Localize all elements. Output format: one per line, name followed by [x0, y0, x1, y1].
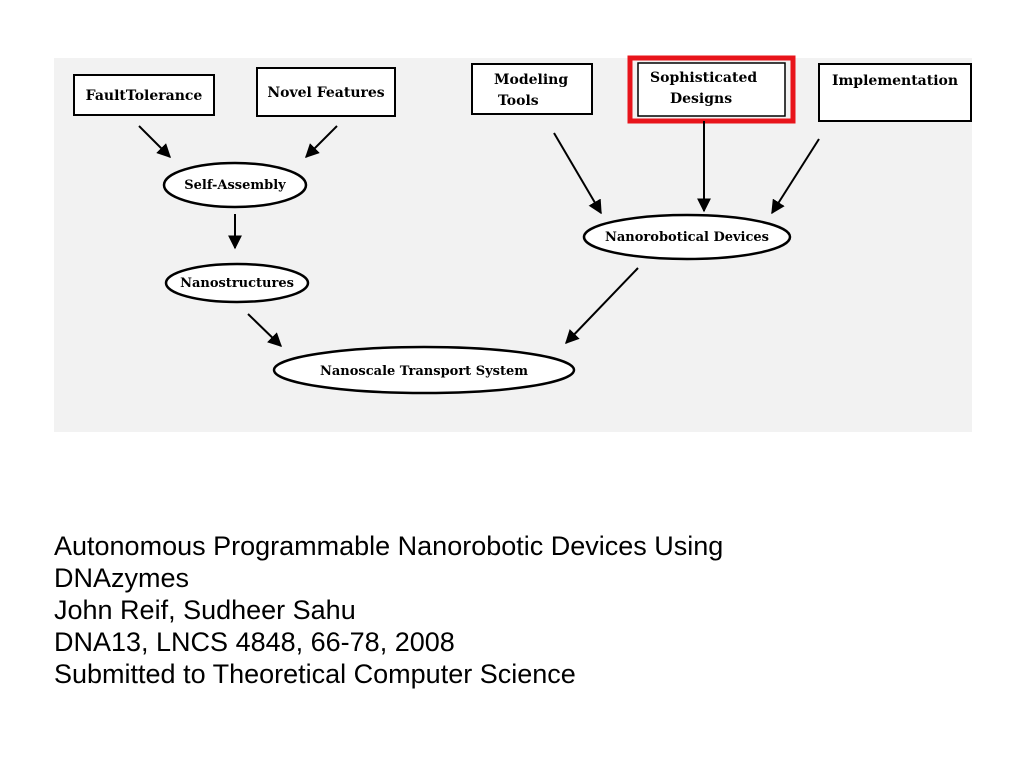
node-self-assembly-label: Self-Assembly	[184, 178, 286, 193]
research-flow-diagram: FaultTolerance Novel Features Modeling T…	[54, 55, 972, 432]
box-sophisticated-designs-label-1: Sophisticated	[650, 70, 757, 86]
paper-status: Submitted to Theoretical Computer Scienc…	[54, 659, 576, 689]
node-nanorobotical-devices-label: Nanorobotical Devices	[605, 230, 769, 245]
box-implementation-label: Implementation	[832, 73, 958, 89]
node-nanorobotical-devices: Nanorobotical Devices	[582, 213, 792, 261]
node-nanostructures-label: Nanostructures	[180, 276, 294, 291]
node-nanoscale-transport-system: Nanoscale Transport System	[272, 345, 576, 395]
box-fault-tolerance: FaultTolerance	[73, 74, 215, 116]
box-modeling-tools: Modeling Tools	[471, 63, 593, 115]
arrow-novel-features-to-self-assembly	[305, 125, 338, 158]
node-self-assembly: Self-Assembly	[162, 161, 308, 209]
arrow-modeling-tools-to-devices	[553, 132, 602, 215]
citation-caption: Autonomous Programmable Nanorobotic Devi…	[54, 530, 994, 690]
paper-title-line-1: Autonomous Programmable Nanorobotic Devi…	[54, 531, 724, 561]
arrow-fault-tolerance-to-self-assembly	[138, 125, 171, 158]
box-implementation: Implementation	[818, 63, 972, 122]
box-modeling-tools-label-1: Modeling	[494, 72, 568, 88]
arrow-implementation-to-devices	[771, 138, 820, 215]
paper-venue: DNA13, LNCS 4848, 66-78, 2008	[54, 627, 455, 657]
box-novel-features-label: Novel Features	[267, 85, 384, 101]
node-nanostructures: Nanostructures	[164, 262, 310, 304]
paper-authors: John Reif, Sudheer Sahu	[54, 595, 356, 625]
box-fault-tolerance-label: FaultTolerance	[86, 88, 203, 104]
box-sophisticated-designs: Sophisticated Designs	[627, 55, 796, 124]
node-nanoscale-transport-system-label: Nanoscale Transport System	[320, 364, 528, 379]
box-sophisticated-designs-label-2: Designs	[670, 91, 732, 107]
box-modeling-tools-label-2: Tools	[498, 93, 539, 109]
arrow-nanostructures-to-transport	[247, 313, 283, 347]
box-novel-features: Novel Features	[256, 67, 396, 117]
highlight-frame	[627, 55, 796, 124]
arrow-devices-to-transport	[565, 267, 639, 345]
paper-title-line-2: DNAzymes	[54, 563, 190, 593]
